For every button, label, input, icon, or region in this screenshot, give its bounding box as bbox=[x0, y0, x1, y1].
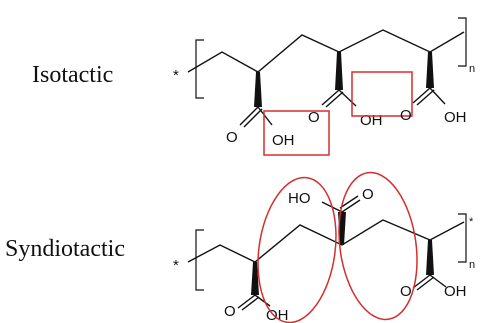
carbonyl-bond-aa bbox=[237, 294, 256, 309]
carbonyl-bond-2b bbox=[325, 91, 344, 108]
bracket-right-2 bbox=[458, 213, 467, 263]
carbonyl-bond-ca bbox=[412, 274, 431, 289]
isotactic-label: Isotactic bbox=[32, 62, 113, 88]
highlight-box-2 bbox=[351, 71, 413, 117]
oxygen-c: O bbox=[400, 283, 412, 300]
carbonyl-bond-1a bbox=[239, 106, 259, 126]
bracket-right bbox=[458, 17, 467, 67]
hydroxyl-c: OH bbox=[444, 283, 467, 300]
oxygen-b: O bbox=[362, 186, 374, 203]
oxygen-1: O bbox=[226, 129, 238, 146]
highlight-ellipse-1 bbox=[257, 176, 337, 323]
syndiotactic-label: Syndiotactic bbox=[5, 236, 125, 262]
carbonyl-bond-3a bbox=[412, 87, 431, 104]
carbonyl-bond-ba bbox=[341, 199, 361, 213]
repeat-index-2: n bbox=[469, 259, 475, 271]
oxygen-a: O bbox=[224, 303, 236, 320]
syndiotactic-section: Syndiotactic * * n O OH O HO O OH bbox=[5, 171, 475, 323]
highlight-box-1 bbox=[263, 110, 330, 156]
bracket-left-2 bbox=[195, 229, 204, 291]
oxygen-2: O bbox=[308, 109, 320, 126]
hydroxyl-bond-a bbox=[254, 294, 271, 307]
wedge-bond-2 bbox=[335, 52, 343, 90]
end-group-right-2: * bbox=[469, 216, 474, 228]
hydroxyl-a: OH bbox=[266, 307, 289, 323]
bracket-left bbox=[195, 39, 204, 99]
repeat-index: n bbox=[469, 63, 475, 75]
hydroxyl-bond-c bbox=[429, 274, 447, 288]
hydroxyl-3: OH bbox=[444, 109, 467, 126]
isotactic-backbone bbox=[187, 29, 465, 73]
hydroxyl-2: OH bbox=[360, 112, 383, 129]
carbonyl-bond-2a bbox=[321, 89, 340, 106]
wedge-bond-3 bbox=[426, 52, 434, 88]
hydroxyl-1: OH bbox=[272, 132, 295, 149]
wedge-bond-1 bbox=[254, 72, 262, 107]
end-group-left: * bbox=[173, 67, 179, 84]
end-group-left-2: * bbox=[173, 257, 179, 274]
hydroxyl-b: HO bbox=[288, 190, 311, 207]
hydroxyl-bond-2 bbox=[338, 89, 357, 107]
hydroxyl-bond-1 bbox=[257, 106, 273, 126]
carbonyl-bond-1b bbox=[243, 108, 263, 128]
oxygen-3: O bbox=[400, 107, 412, 124]
carbonyl-bond-cb bbox=[416, 276, 435, 291]
carbonyl-bond-bb bbox=[339, 195, 359, 209]
hydroxyl-bond-3 bbox=[429, 87, 446, 105]
wedge-bond-c bbox=[426, 240, 434, 275]
isotactic-section: Isotactic * n O OH O OH O OH bbox=[32, 17, 475, 156]
carbonyl-bond-3b bbox=[416, 89, 435, 106]
wedge-bond-a bbox=[251, 262, 259, 295]
highlight-ellipse-2 bbox=[338, 171, 418, 321]
syndiotactic-backbone bbox=[187, 219, 465, 263]
carbonyl-bond-ab bbox=[241, 296, 260, 311]
